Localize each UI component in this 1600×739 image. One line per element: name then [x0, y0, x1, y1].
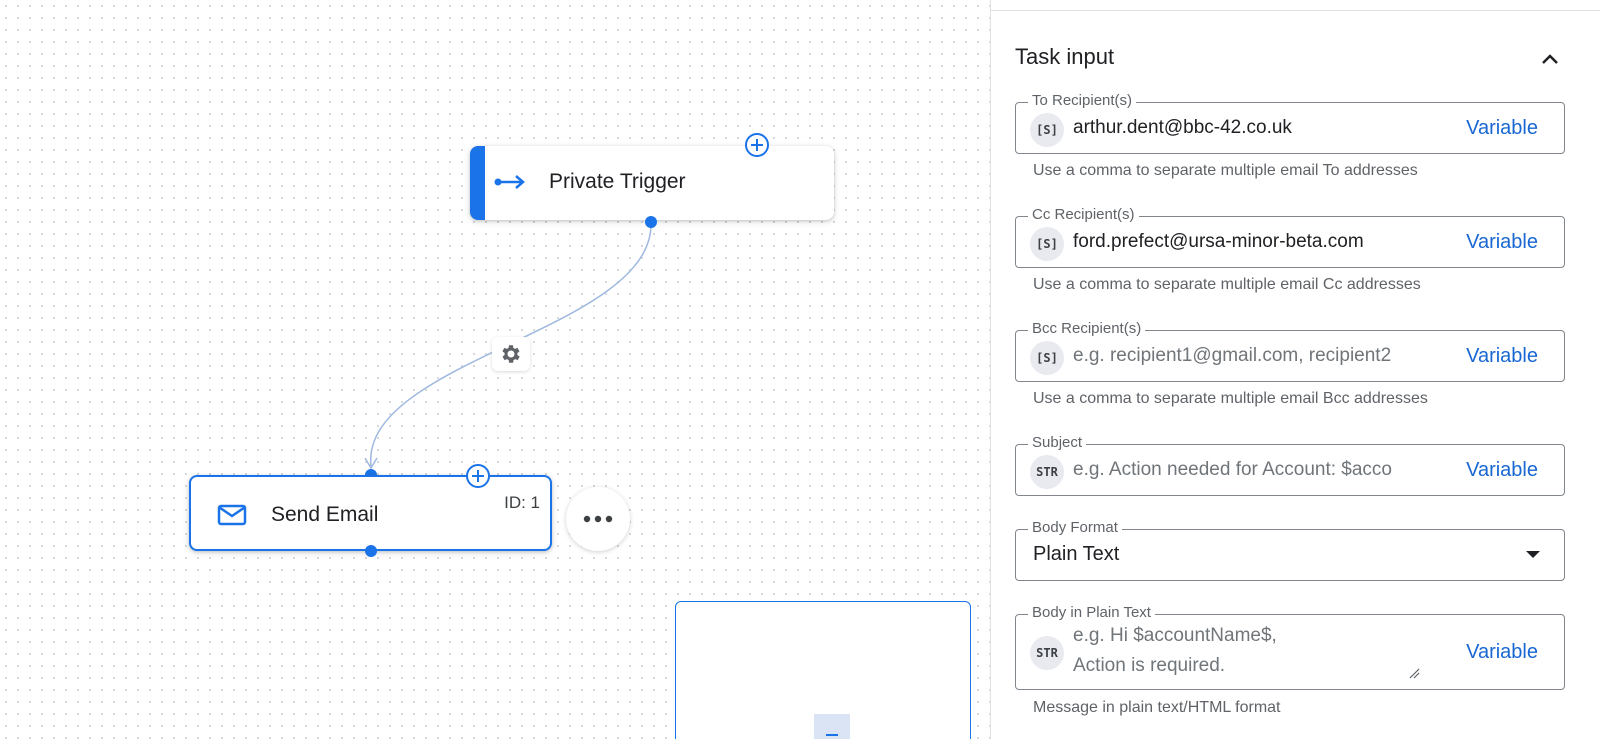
minus-icon	[826, 734, 838, 736]
gear-icon	[502, 345, 520, 363]
bcc-recipients-label: Bcc Recipient(s)	[1028, 320, 1146, 337]
subject-variable-button[interactable]: Variable	[1466, 459, 1538, 481]
arrow-right-icon	[494, 175, 525, 189]
subject-field[interactable]: Subject STR Variable	[1015, 434, 1565, 496]
cc-recipients-input[interactable]	[1073, 229, 1423, 255]
task-config-panel: Task input To Recipient(s) [S] Variable …	[990, 0, 1600, 739]
string-list-type-chip: [S]	[1030, 113, 1064, 147]
bcc-helper-text: Use a comma to separate multiple email B…	[1033, 390, 1428, 407]
bcc-recipients-field[interactable]: Bcc Recipient(s) [S] Variable	[1015, 320, 1565, 382]
bcc-variable-button[interactable]: Variable	[1466, 345, 1538, 367]
cc-variable-button[interactable]: Variable	[1466, 231, 1538, 253]
to-recipients-label: To Recipient(s)	[1028, 92, 1137, 109]
string-type-chip: STR	[1030, 636, 1064, 670]
body-format-select[interactable]: Body Format Plain Text	[1015, 519, 1565, 581]
cc-recipients-field[interactable]: Cc Recipient(s) [S] Variable	[1015, 206, 1565, 268]
cc-helper-text: Use a comma to separate multiple email C…	[1033, 276, 1421, 293]
zoom-out-button[interactable]	[814, 714, 850, 739]
panel-title: Task input	[1015, 44, 1115, 69]
edge-settings-button[interactable]	[492, 337, 530, 371]
bcc-recipients-input[interactable]	[1073, 343, 1423, 369]
body-plain-text-input[interactable]	[1073, 621, 1413, 683]
body-format-value: Plain Text	[1033, 543, 1120, 565]
canvas-minimap[interactable]	[675, 601, 971, 739]
trigger-node[interactable]: Private Trigger	[470, 146, 834, 220]
body-plain-text-label: Body in Plain Text	[1028, 604, 1155, 621]
body-format-label: Body Format	[1028, 519, 1122, 536]
cc-recipients-label: Cc Recipient(s)	[1028, 206, 1139, 223]
node-more-button[interactable]	[566, 487, 630, 551]
to-helper-text: Use a comma to separate multiple email T…	[1033, 162, 1418, 179]
email-node-id: ID: 1	[504, 493, 540, 512]
resize-grip-icon[interactable]	[1408, 667, 1420, 679]
add-after-trigger-icon[interactable]	[744, 132, 770, 158]
add-after-email-icon[interactable]	[465, 463, 491, 489]
dropdown-arrow-icon	[1526, 551, 1540, 558]
trigger-node-title: Private Trigger	[549, 170, 686, 193]
body-helper-text: Message in plain text/HTML format	[1033, 699, 1281, 716]
send-email-node[interactable]: Send Email ID: 1	[189, 475, 552, 551]
string-list-type-chip: [S]	[1030, 227, 1064, 261]
mail-icon	[217, 504, 247, 526]
subject-label: Subject	[1028, 434, 1087, 451]
string-type-chip: STR	[1030, 455, 1064, 489]
panel-divider	[991, 10, 1600, 11]
body-plain-text-field[interactable]: Body in Plain Text STR Variable	[1015, 604, 1565, 690]
body-variable-button[interactable]: Variable	[1466, 641, 1538, 663]
subject-input[interactable]	[1073, 457, 1423, 483]
to-recipients-input[interactable]	[1073, 115, 1423, 141]
string-list-type-chip: [S]	[1030, 341, 1064, 375]
chevron-up-icon[interactable]	[1535, 44, 1565, 74]
email-output-port[interactable]	[365, 545, 377, 557]
trigger-accent-bar	[470, 146, 485, 220]
more-horiz-icon	[583, 515, 613, 523]
trigger-output-port[interactable]	[645, 216, 657, 228]
to-variable-button[interactable]: Variable	[1466, 117, 1538, 139]
workflow-canvas[interactable]: Private Trigger Send Email ID: 1	[0, 0, 990, 739]
email-node-title: Send Email	[271, 503, 379, 526]
to-recipients-field[interactable]: To Recipient(s) [S] Variable	[1015, 92, 1565, 154]
